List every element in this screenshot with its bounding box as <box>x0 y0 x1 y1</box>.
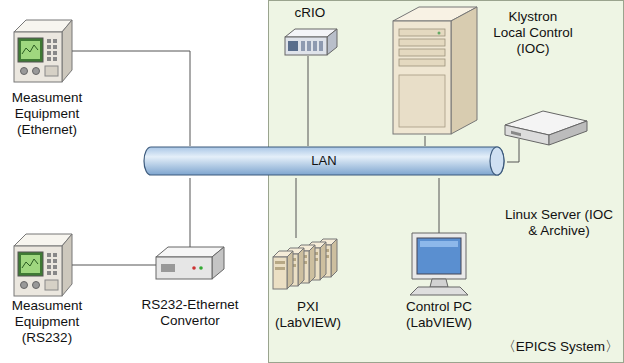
device-label: Klystron Local Control (IOC) <box>491 9 575 57</box>
network-cable <box>72 51 190 146</box>
network-cable <box>72 265 156 266</box>
region-label: 〈EPICS System〉 <box>495 339 619 355</box>
pxi-chassis-icon <box>273 235 343 293</box>
network-cable <box>190 178 191 247</box>
control-pc-icon <box>406 229 472 297</box>
system-region: 〈EPICS System〉 cRIO Klystron Local Control… <box>268 0 624 363</box>
device-label: Linux Server (IOC & Archive) <box>499 207 619 239</box>
device-label: PXI (LabVIEW) <box>273 299 343 331</box>
device-node: Measument Equipment (Ethernet) <box>2 16 94 146</box>
device-node: PXI (LabVIEW) <box>263 233 355 339</box>
device-label: Measument Equipment (RS232) <box>2 298 92 346</box>
device-node: Linux Server (IOC & Archive) <box>499 107 621 249</box>
rs232-equipment-icon <box>12 232 74 298</box>
linux-server-icon <box>503 109 589 147</box>
device-node: RS232-Ethernet Convertor <box>135 243 247 335</box>
crio-icon <box>283 27 339 57</box>
device-label: cRIO <box>279 5 341 21</box>
klystron-tower-icon <box>389 3 481 136</box>
ethernet-equipment-icon <box>12 18 74 84</box>
device-label: RS232-Ethernet Convertor <box>135 297 245 329</box>
device-node: Control PC (LabVIEW) <box>394 229 486 339</box>
converter-icon <box>154 245 226 281</box>
device-label: Control PC (LabVIEW) <box>394 299 484 331</box>
device-node: Measument Equipment (RS232) <box>2 230 94 354</box>
device-label: Measument Equipment (Ethernet) <box>2 90 92 138</box>
device-node: cRIO <box>279 5 343 63</box>
lan-pipe: LAN <box>143 146 507 178</box>
lan-label: LAN <box>143 153 505 169</box>
